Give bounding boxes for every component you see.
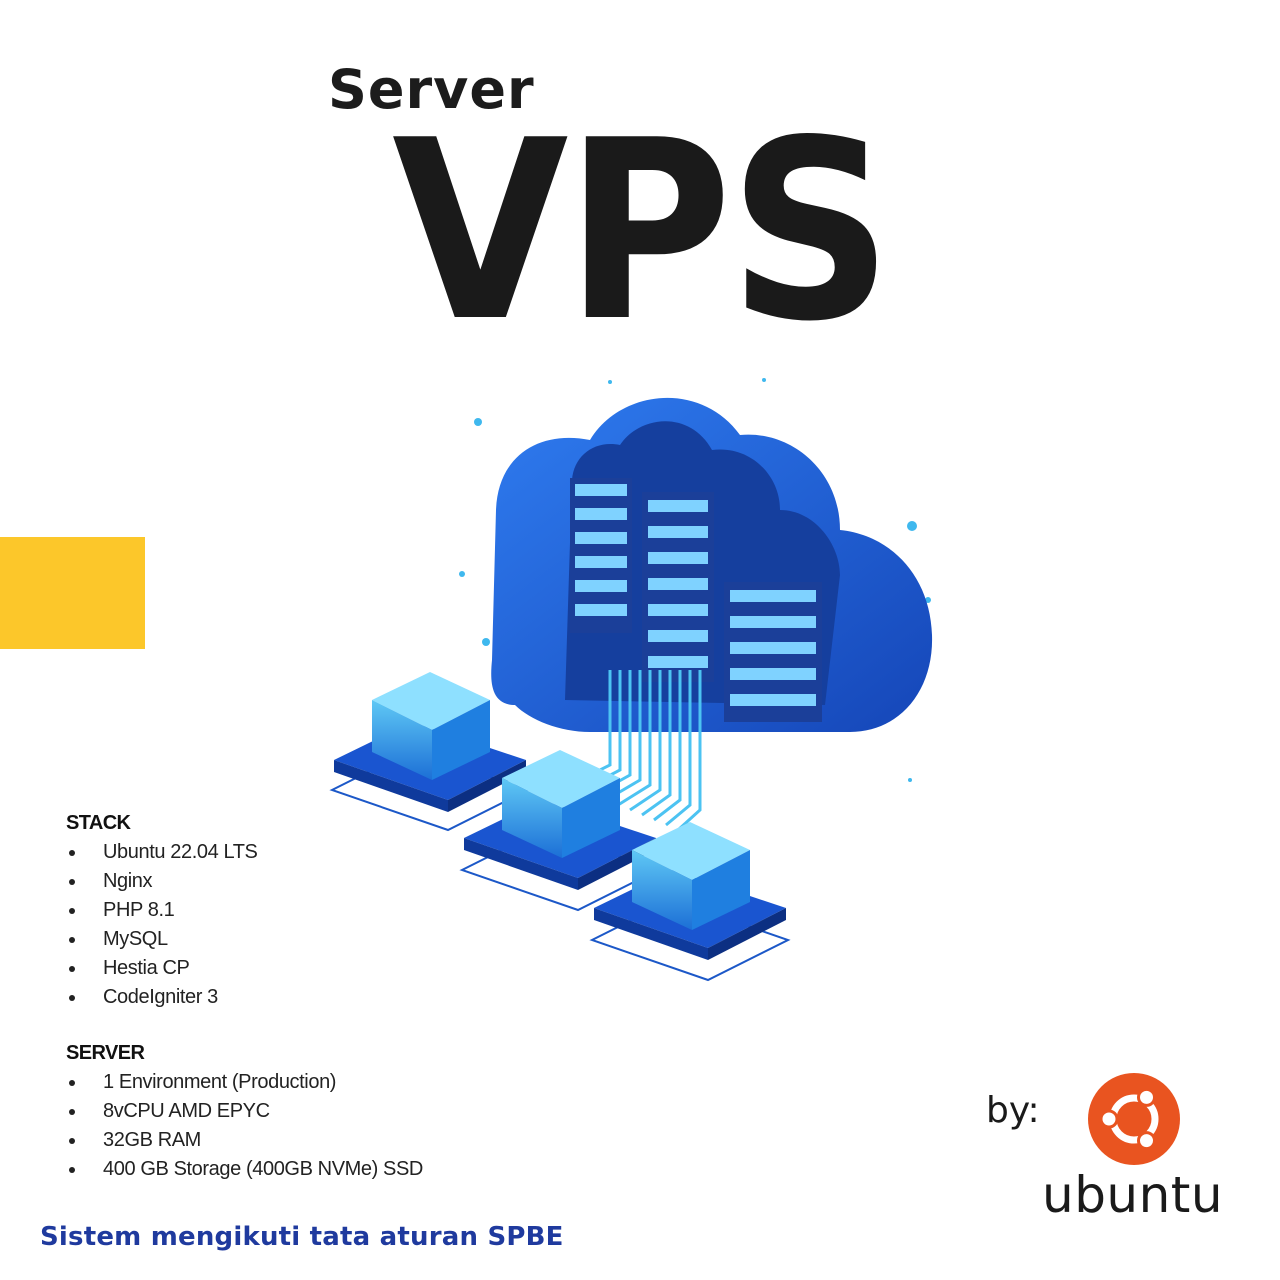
title-server: Server <box>328 58 535 121</box>
list-item: MySQL <box>66 925 257 954</box>
stack-heading: STACK <box>66 812 131 834</box>
list-item: Ubuntu 22.04 LTS <box>66 838 258 867</box>
cloud-server-icon <box>329 378 933 982</box>
server-list: 1 Environment (Production) 8vCPU AMD EPY… <box>66 1068 423 1184</box>
list-item: 400 GB Storage (400GB NVMe) SSD <box>66 1155 423 1184</box>
list-item: PHP 8.1 <box>66 896 257 925</box>
list-item: Nginx <box>66 867 257 896</box>
list-item: Hestia CP <box>66 954 257 983</box>
footer-note: Sistem mengikuti tata aturan SPBE <box>40 1222 564 1252</box>
list-item: 1 Environment (Production) <box>66 1068 423 1097</box>
list-item: 32GB RAM <box>66 1126 423 1155</box>
ubuntu-wordmark: ubuntu <box>1042 1166 1224 1224</box>
by-label: by: <box>986 1090 1040 1131</box>
stack-list: Ubuntu 22.04 LTS Nginx PHP 8.1 MySQL Hes… <box>66 838 258 1012</box>
list-item: 8vCPU AMD EPYC <box>66 1097 423 1126</box>
ubuntu-circle-of-friends-icon <box>1088 1073 1180 1165</box>
server-heading: SERVER <box>66 1042 145 1064</box>
title-vps: VPS <box>392 88 893 376</box>
yellow-accent-block <box>0 537 145 649</box>
list-item: CodeIgniter 3 <box>66 983 257 1012</box>
